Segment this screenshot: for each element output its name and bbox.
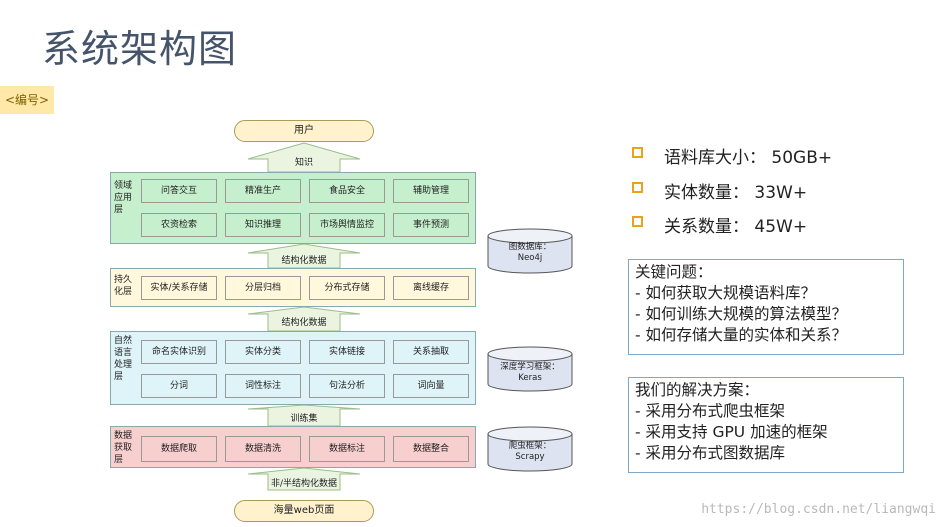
user-node: 用户 xyxy=(234,120,374,142)
stat-corpus-size: 语料库大小： 50GB+ xyxy=(664,148,833,168)
cell-syntax-analysis: 句法分析 xyxy=(309,374,385,398)
solution-item: - 采用分布式爬虫框架 xyxy=(635,402,786,420)
layer-label-nlp: 自然语言处理层 xyxy=(114,336,133,382)
cell-opinion-monitor: 市场舆情监控 xyxy=(309,213,385,237)
database-icon-scrapy xyxy=(487,426,573,472)
layer-label-domain-application: 领域应用层 xyxy=(114,181,133,215)
arrow-label-structured-2: 结构化数据 xyxy=(281,318,327,328)
layer-label-persistence: 持久化层 xyxy=(114,275,133,297)
database-icon-keras xyxy=(487,346,573,392)
cell-food-safety: 食品安全 xyxy=(309,179,385,203)
square-bullet-icon xyxy=(632,216,643,227)
database-label-keras: 深度学习框架：Keras xyxy=(500,362,560,383)
arrow-label-training: 训练集 xyxy=(290,414,318,424)
cell-aux-management: 辅助管理 xyxy=(393,179,469,203)
cell-distributed-storage: 分布式存储 xyxy=(309,276,385,300)
cell-word-vectors: 词向量 xyxy=(393,374,469,398)
cell-knowledge-reasoning: 知识推理 xyxy=(225,213,301,237)
cell-pos-tagging: 词性标注 xyxy=(225,374,301,398)
database-label-neo4j: 图数据库：Neo4j xyxy=(508,242,552,263)
cell-precision-production: 精准生产 xyxy=(225,179,301,203)
arrow-unstructured xyxy=(247,467,361,491)
cell-event-prediction: 事件预测 xyxy=(393,213,469,237)
key-issue-item: - 如何训练大规模的算法模型？ xyxy=(635,305,848,323)
solution-item: - 采用支持 GPU 加速的框架 xyxy=(635,423,828,441)
slide-number-tag: <编号> xyxy=(0,86,54,114)
watermark: https://blog.csdn.net/liangwqi xyxy=(701,502,936,517)
cell-data-labeling: 数据标注 xyxy=(309,436,385,462)
cell-entity-classification: 实体分类 xyxy=(225,340,301,364)
cell-entity-linking: 实体链接 xyxy=(309,340,385,364)
key-issues-heading: 关键问题： xyxy=(635,263,713,281)
cell-relation-extraction: 关系抽取 xyxy=(393,340,469,364)
arrow-label-unstructured: 非/半结构化数据 xyxy=(270,479,338,489)
database-label-scrapy: 爬虫框架：Scrapy xyxy=(508,441,552,462)
cell-tiered-archive: 分层归档 xyxy=(225,276,301,300)
arrow-label-structured-1: 结构化数据 xyxy=(281,256,327,266)
cell-ner: 命名实体识别 xyxy=(141,340,217,364)
square-bullet-icon xyxy=(632,182,643,193)
cell-data-crawl: 数据爬取 xyxy=(141,436,217,462)
square-bullet-icon xyxy=(632,147,643,158)
cell-qa: 问答交互 xyxy=(141,179,217,203)
stat-entity-count: 实体数量： 33W+ xyxy=(664,183,808,203)
database-icon-neo4j xyxy=(487,228,573,274)
cell-data-integration: 数据整合 xyxy=(393,436,469,462)
cell-entity-storage: 实体/关系存储 xyxy=(141,276,217,300)
arrow-label-knowledge: 知识 xyxy=(294,158,313,168)
key-issue-item: - 如何存储大量的实体和关系？ xyxy=(635,326,848,344)
solutions-box: 我们的解决方案： - 采用分布式爬虫框架 - 采用支持 GPU 加速的框架 - … xyxy=(628,377,904,473)
page-title: 系统架构图 xyxy=(42,27,238,71)
cell-data-cleaning: 数据清洗 xyxy=(225,436,301,462)
layer-label-data-acquisition: 数据获取层 xyxy=(114,431,133,465)
web-pages-node: 海量web页面 xyxy=(234,500,374,522)
key-issue-item: - 如何获取大规模语料库？ xyxy=(635,284,817,302)
cell-agri-search: 农资检索 xyxy=(141,213,217,237)
solutions-heading: 我们的解决方案： xyxy=(635,381,760,399)
stat-relation-count: 关系数量： 45W+ xyxy=(664,217,808,237)
key-issues-box: 关键问题： - 如何获取大规模语料库？ - 如何训练大规模的算法模型？ - 如何… xyxy=(628,259,904,355)
cell-segmentation: 分词 xyxy=(141,374,217,398)
solution-item: - 采用分布式图数据库 xyxy=(635,444,786,462)
cell-offline-cache: 离线缓存 xyxy=(393,276,469,300)
